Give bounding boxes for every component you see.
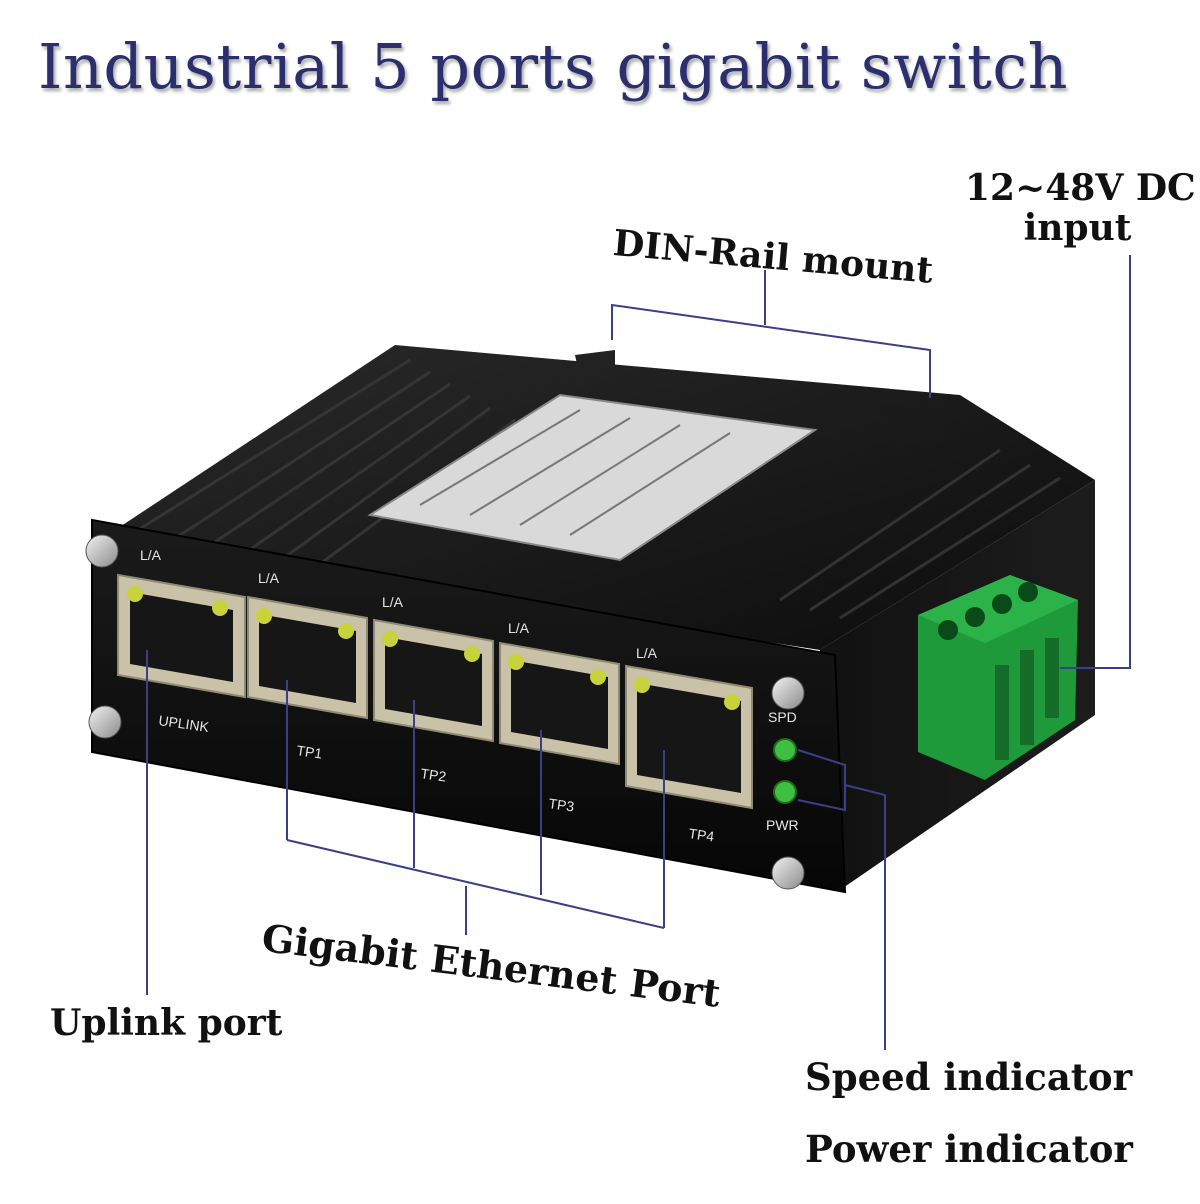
tp2-label: TP2 (420, 765, 448, 784)
ua-label: L/A (636, 645, 658, 661)
uplink-label: UPLINK (158, 712, 211, 735)
uplink-port-callout: Uplink port (50, 1002, 283, 1044)
port-tp3 (499, 641, 620, 766)
terminal-block (918, 575, 1078, 780)
housing-ribs (129, 358, 1061, 620)
screw-icons (85, 534, 805, 890)
tp1-label: TP1 (296, 742, 324, 761)
ua-label: L/A (382, 594, 404, 610)
product-label (367, 393, 818, 562)
ua-label: L/A (508, 620, 530, 636)
tp4-label: TP4 (688, 825, 716, 844)
power-led-icon (773, 780, 797, 804)
port-tp4 (625, 664, 753, 810)
ua-label: L/A (140, 547, 162, 563)
power-indicator-callout: Power indicator (805, 1127, 1133, 1171)
ua-label: L/A (258, 570, 280, 586)
rj45-ports (117, 573, 753, 810)
spd-label: SPD (768, 709, 797, 725)
port-uplink (117, 573, 246, 699)
leader-lines (146, 255, 1131, 1050)
din-rail-clip (575, 350, 615, 378)
pwr-label: PWR (766, 817, 799, 833)
page-title: Industrial 5 ports gigabit switch (38, 30, 1069, 103)
port-tp2 (373, 618, 494, 743)
tp3-label: TP3 (548, 795, 576, 814)
speed-indicator-callout: Speed indicator (805, 1055, 1133, 1099)
port-tp1 (247, 595, 368, 720)
speed-led-icon (773, 738, 797, 762)
